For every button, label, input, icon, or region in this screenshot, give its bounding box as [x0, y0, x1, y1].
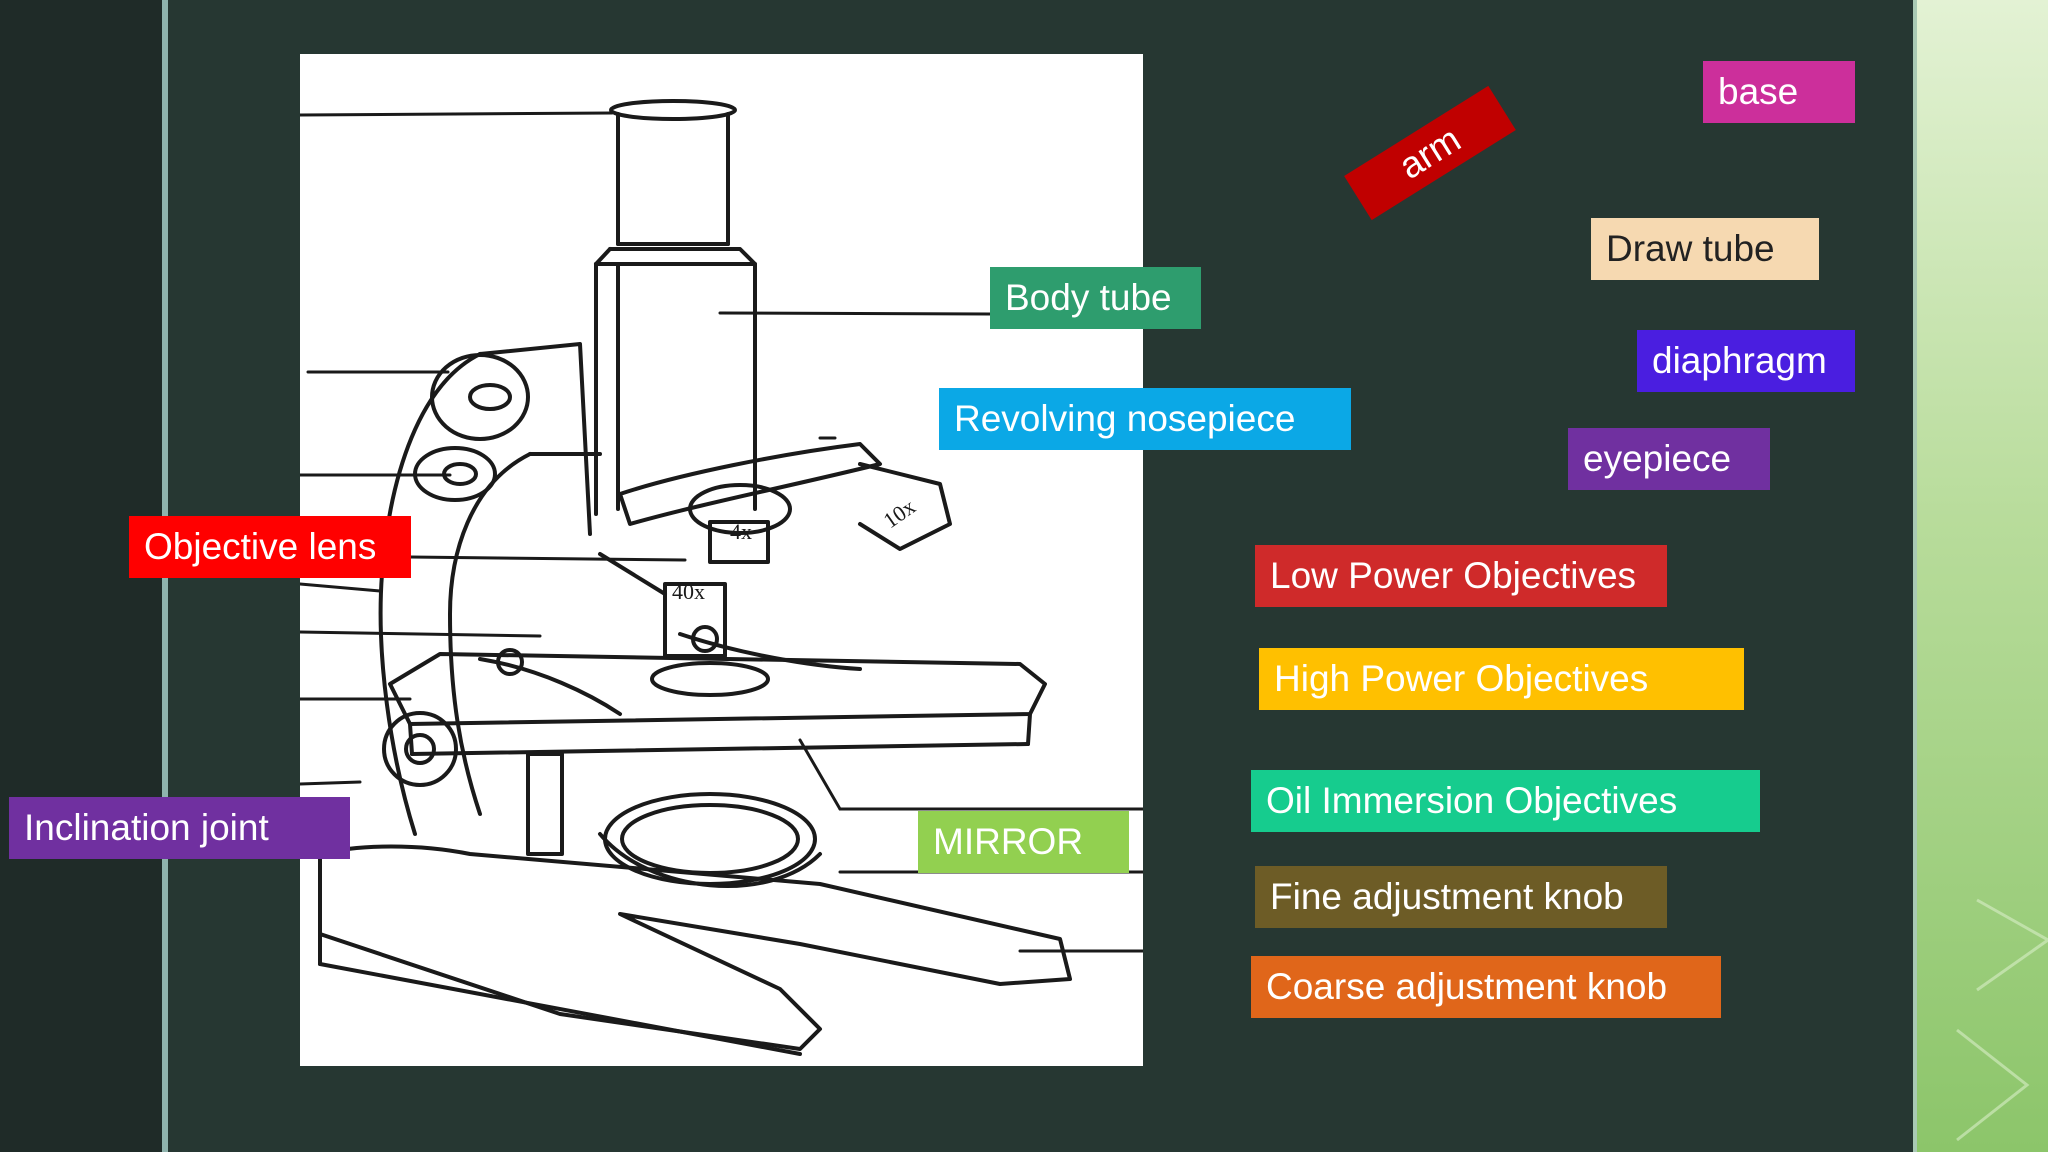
knob-drawings	[382, 353, 530, 787]
label-revolving-nosepiece[interactable]: Revolving nosepiece	[939, 388, 1351, 450]
body-tube-drawing	[594, 247, 757, 516]
label-body-tube[interactable]: Body tube	[990, 267, 1201, 329]
base-drawing	[318, 844, 1072, 1056]
right-accent-rule	[1913, 0, 1917, 1152]
leader-lines	[300, 111, 1143, 953]
objective-mark-10x: 10x	[879, 494, 920, 533]
label-fine-adjustment-knob[interactable]: Fine adjustment knob	[1255, 866, 1667, 928]
label-mirror[interactable]: MIRROR	[918, 811, 1129, 873]
label-low-power-objectives[interactable]: Low Power Objectives	[1255, 545, 1667, 607]
label-inclination-joint[interactable]: Inclination joint	[9, 797, 350, 859]
mirror-drawing	[526, 752, 822, 888]
label-oil-immersion-objectives[interactable]: Oil Immersion Objectives	[1251, 770, 1760, 832]
label-base[interactable]: base	[1703, 61, 1855, 123]
label-objective-lens[interactable]: Objective lens	[129, 516, 411, 578]
microscope-drawing: 4x 10x 40x	[300, 99, 1143, 1056]
objective-mark-4x: 4x	[730, 519, 752, 544]
microscope-diagram: 4x 10x 40x	[300, 54, 1143, 1066]
label-eyepiece[interactable]: eyepiece	[1568, 428, 1770, 490]
label-diaphragm[interactable]: diaphragm	[1637, 330, 1855, 392]
label-high-power-objectives[interactable]: High Power Objectives	[1259, 648, 1744, 710]
eyepiece-drawing	[609, 99, 737, 246]
nosepiece-drawing	[598, 442, 952, 658]
label-draw-tube[interactable]: Draw tube	[1591, 218, 1819, 280]
objective-mark-40x: 40x	[672, 579, 705, 604]
decorative-green-panel	[1917, 0, 2048, 1152]
decorative-chevrons	[1956, 898, 2048, 1142]
stage-drawing	[388, 625, 1047, 756]
label-coarse-adjustment-knob[interactable]: Coarse adjustment knob	[1251, 956, 1721, 1018]
